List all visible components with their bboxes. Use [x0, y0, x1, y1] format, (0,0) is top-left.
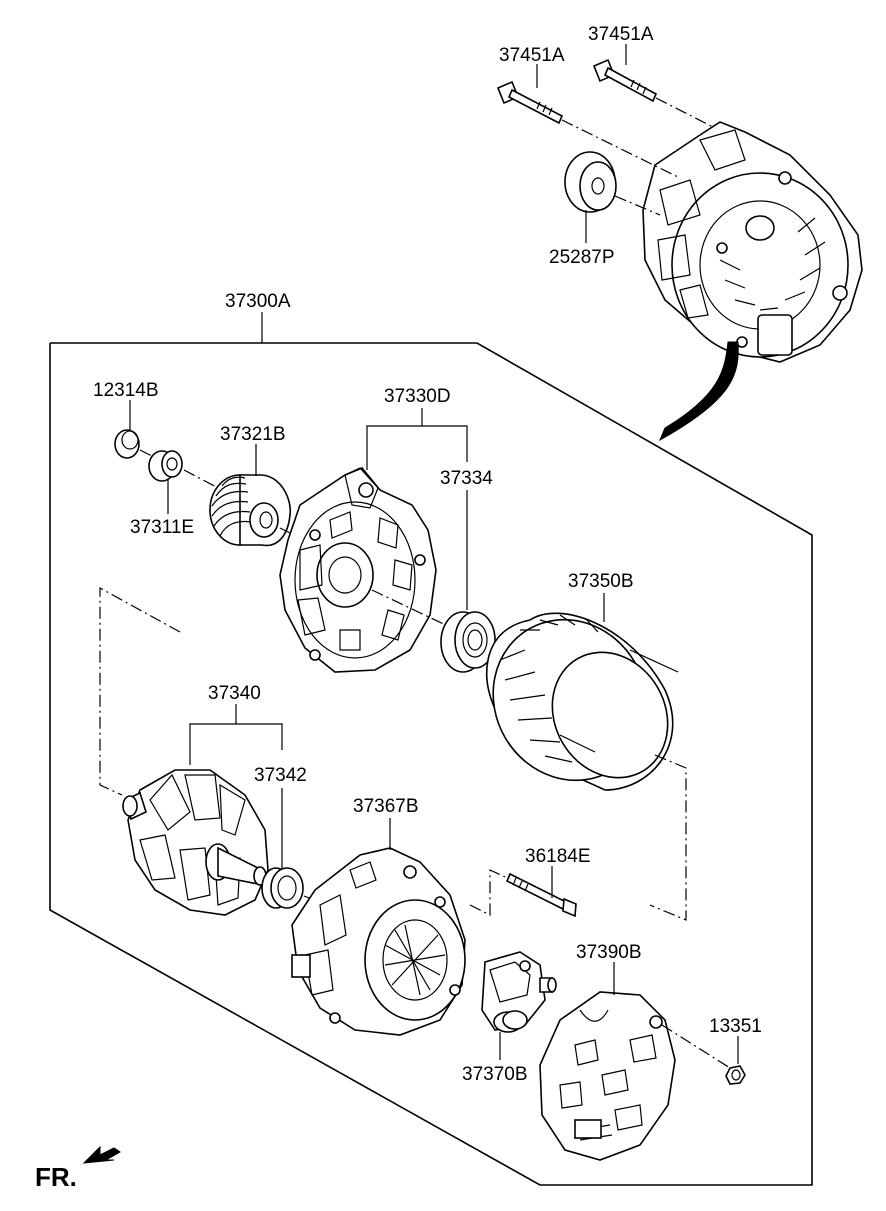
label-37367b: 37367B: [353, 796, 419, 817]
through-bolt-36184e: [505, 872, 577, 918]
front-direction-arrow: [82, 1145, 121, 1164]
front-label: FR.: [35, 1162, 77, 1192]
label-36184e: 36184E: [525, 846, 591, 867]
stator-37350b: [485, 612, 679, 791]
label-37330d: 37330D: [384, 386, 451, 407]
label-13351: 13351: [709, 1016, 762, 1037]
label-37300a: 37300A: [225, 291, 291, 312]
label-37451a-left: 37451A: [499, 45, 565, 66]
complete-alternator: [642, 121, 863, 363]
label-25287p: 25287P: [549, 247, 615, 268]
label-37350b: 37350B: [568, 571, 634, 592]
label-12314b: 12314B: [93, 380, 159, 401]
bracket-leader: [366, 408, 468, 610]
nut-37311e: [148, 450, 183, 482]
label-37342: 37342: [254, 765, 307, 786]
label-37390b: 37390B: [576, 942, 642, 963]
pulley-25287p: [564, 151, 617, 213]
cap-12314b: [114, 429, 140, 459]
label-37340: 37340: [208, 683, 261, 704]
label-37311e: 37311E: [130, 517, 194, 538]
bolt-37451a-left: [496, 80, 564, 125]
pulley-37321b: [209, 474, 291, 547]
bolt-37451a-right: [592, 58, 658, 103]
assembly-arrow: [658, 341, 739, 442]
front-bracket-37330d: [279, 467, 437, 673]
label-37451a-right: 37451A: [588, 24, 654, 45]
label-37370b: 37370B: [462, 1064, 528, 1085]
label-37334: 37334: [440, 468, 493, 489]
label-37321b: 37321B: [220, 424, 286, 445]
cover-37390b: [539, 991, 676, 1161]
bearing-37342: [261, 867, 304, 909]
assembly-frame: [49, 312, 813, 1186]
regulator-37370b: [481, 951, 557, 1033]
rear-bracket-37367b: [291, 847, 466, 1036]
rotor-leader: [189, 704, 283, 870]
rotor-37340: [122, 769, 269, 916]
bearing-37334: [440, 611, 496, 673]
nut-13351: [725, 1065, 746, 1085]
